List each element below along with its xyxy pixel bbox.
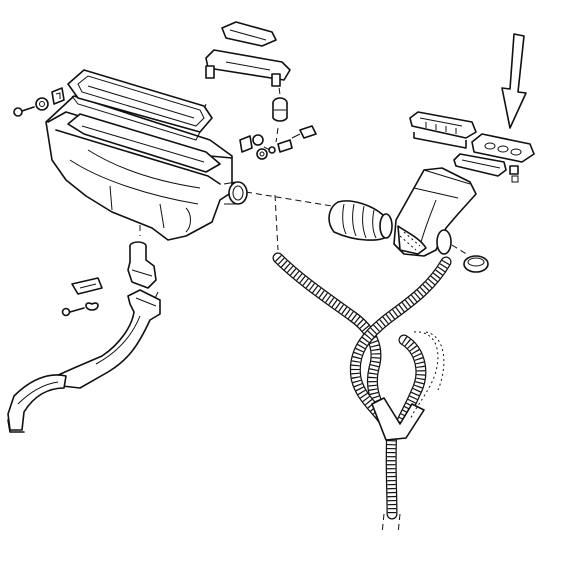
small-clip	[509, 165, 519, 183]
grommet	[272, 97, 288, 122]
vent-grille-oval	[471, 133, 535, 163]
mounting-hardware-right	[239, 125, 317, 160]
corrugated-hoses	[272, 252, 452, 535]
mounting-hardware-left	[13, 87, 65, 117]
round-plug	[463, 255, 489, 273]
air-box-housing	[45, 95, 248, 241]
drain-spout	[127, 241, 157, 289]
air-duct-left	[7, 289, 161, 433]
vent-grille-upper	[409, 111, 477, 149]
rubber-seal-frame	[67, 69, 213, 141]
vent-seal-strip	[453, 153, 507, 177]
top-mounting-bracket	[205, 21, 291, 87]
defroster-duct	[393, 167, 477, 257]
down-arrow-icon	[501, 33, 527, 129]
duct-clip-bracket	[61, 277, 103, 317]
flexible-connector	[328, 200, 393, 241]
